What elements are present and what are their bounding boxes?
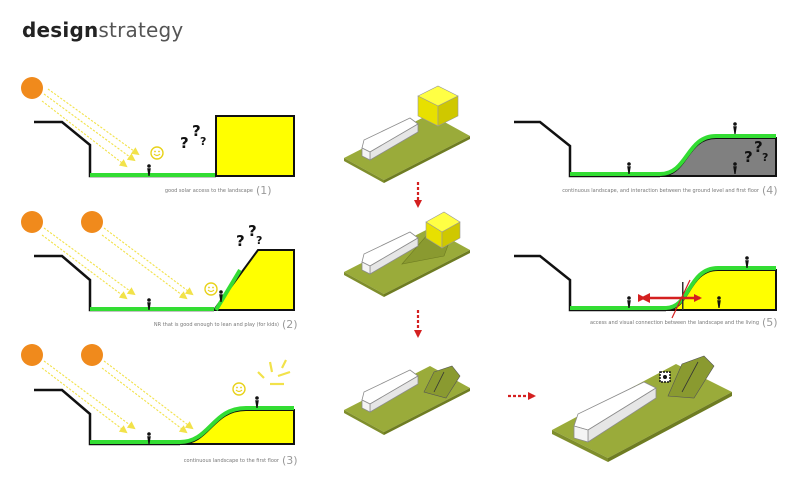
sun-icon xyxy=(21,211,43,233)
smiley-icon xyxy=(204,282,218,296)
question-mark: ? xyxy=(200,135,206,148)
panel-caption: continuous landscape, and interaction be… xyxy=(562,188,760,194)
panel-2: ? ? ? NR that is good enough to lean and… xyxy=(21,211,298,331)
panel-caption: good solar access to the landscape xyxy=(165,188,253,194)
green-hill xyxy=(667,355,715,399)
panel-number: (1) xyxy=(256,184,272,197)
sun-icon xyxy=(81,344,103,366)
panel-4: ? ? ? continuous landscape, and interact… xyxy=(514,120,778,197)
sun-icon xyxy=(21,77,43,99)
grass-continuous xyxy=(570,134,776,176)
panel-5: access and visual connection between the… xyxy=(514,254,778,329)
sun-rays xyxy=(41,88,140,168)
panel-number: (2) xyxy=(282,318,298,331)
person-icon xyxy=(733,122,737,134)
ground-profile xyxy=(34,254,214,312)
joy-lines xyxy=(257,359,291,386)
panel-caption: continuous landscape to the first floor xyxy=(184,458,280,464)
iso-model-final xyxy=(552,355,732,462)
grass-continuous xyxy=(90,406,294,444)
page-title: designstrategy xyxy=(22,20,183,40)
smiley-icon xyxy=(232,382,246,396)
panel-number: (4) xyxy=(762,184,778,197)
panel-1: ? ? ? good solar access to the landscape… xyxy=(21,77,295,197)
visual-link xyxy=(671,279,691,319)
question-mark: ? xyxy=(248,222,257,240)
figures xyxy=(659,371,671,383)
question-mark: ? xyxy=(762,151,768,164)
green-hill xyxy=(423,365,461,399)
ground-profile xyxy=(514,120,660,178)
panel-3: continuous landscape to the first floor … xyxy=(21,344,298,467)
grass-continuous xyxy=(570,266,776,310)
panel-number: (3) xyxy=(282,454,298,467)
question-mark: ? xyxy=(180,134,189,152)
panel-caption: NR that is good enough to lean and play … xyxy=(154,322,279,328)
iso-model-3 xyxy=(344,365,470,435)
title-strategy: strategy xyxy=(98,18,184,42)
terrain-plate xyxy=(344,114,470,180)
question-mark: ? xyxy=(256,234,262,247)
grass-slope xyxy=(214,268,242,312)
grass-strip xyxy=(90,173,216,177)
sun-rays xyxy=(41,360,194,434)
ground-profile xyxy=(514,254,666,312)
sun-icon xyxy=(21,344,43,366)
panel-number: (5) xyxy=(762,316,778,329)
grass-strip xyxy=(90,307,214,311)
question-mark: ? xyxy=(192,122,201,140)
title-design: design xyxy=(22,18,99,42)
sun-rays xyxy=(41,227,194,300)
question-mark: ? xyxy=(744,148,753,166)
flow-arrows xyxy=(414,182,536,400)
iso-model-2 xyxy=(344,211,470,297)
panel-caption: access and visual connection between the… xyxy=(590,320,759,326)
building-block xyxy=(215,115,295,177)
question-mark: ? xyxy=(754,138,763,156)
iso-model-1 xyxy=(344,85,470,183)
smiley-icon xyxy=(150,146,164,160)
building-wedge xyxy=(212,249,295,311)
sun-icon xyxy=(81,211,103,233)
question-mark: ? xyxy=(236,232,245,250)
